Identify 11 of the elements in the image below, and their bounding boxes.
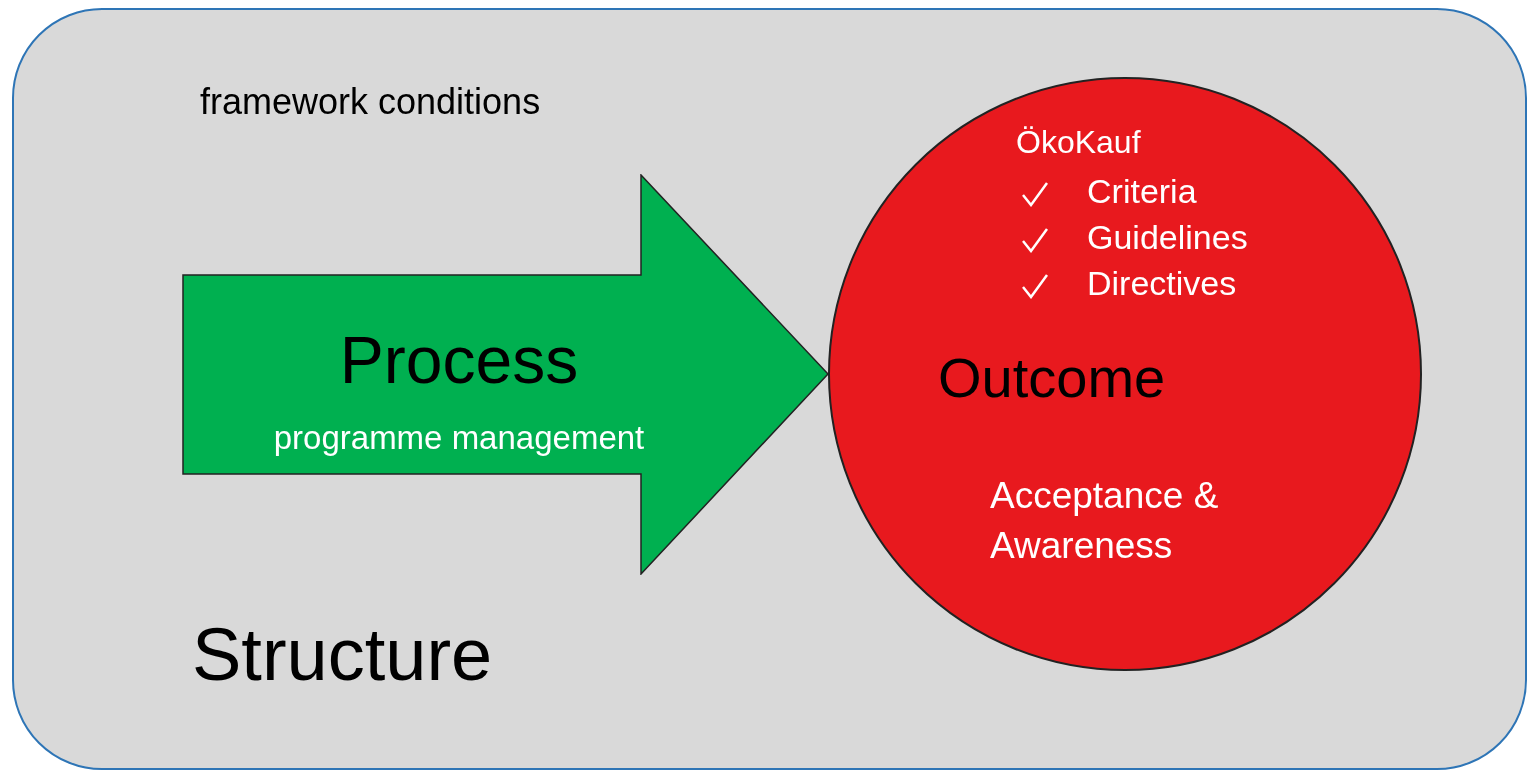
circle-heading: ÖkoKauf: [1016, 125, 1141, 161]
checklist-item: Directives: [1087, 265, 1237, 303]
outcome-note: Acceptance & Awareness: [990, 474, 1220, 568]
panel-title: Structure: [192, 614, 493, 696]
checklist-item: Criteria: [1087, 173, 1197, 211]
process-title: Process: [339, 324, 579, 397]
outcome-title: Outcome: [938, 347, 1166, 409]
process-subtitle: programme management: [273, 420, 645, 457]
structure-panel: [12, 8, 1527, 770]
checklist-item: Guidelines: [1087, 219, 1248, 257]
panel-subtitle: framework conditions: [200, 82, 541, 122]
